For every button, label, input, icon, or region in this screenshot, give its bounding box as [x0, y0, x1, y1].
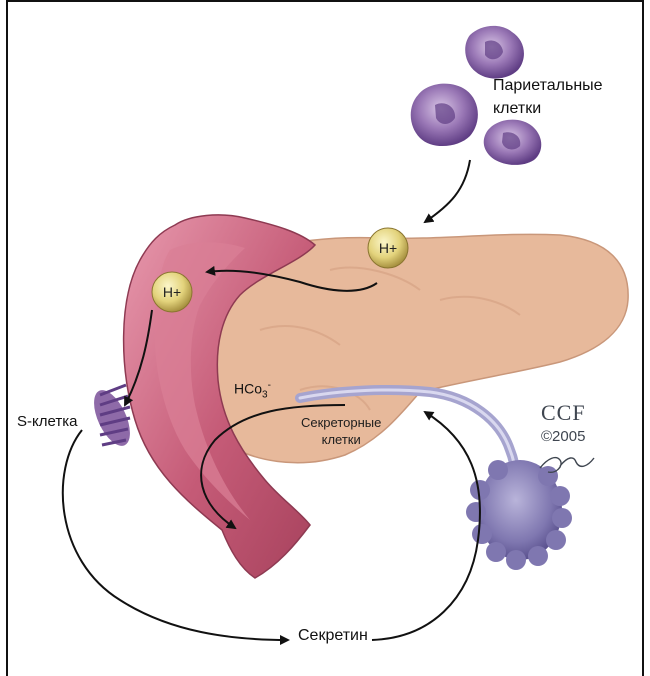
h-ion-upper-label: H+ [379, 240, 397, 256]
h-ion-upper: H+ [368, 228, 408, 268]
secretin-label: Секретин [298, 627, 368, 645]
ccf-logo: CCF [541, 400, 586, 426]
parietal-label-line2: клетки [493, 97, 603, 120]
bicarbonate-superscript: - [268, 380, 271, 391]
arrow-secretin-to-secretory-cells [372, 412, 480, 640]
arrow-parietal-to-ion [425, 160, 470, 222]
acinus-cluster [466, 460, 572, 570]
parietal-cell-3 [484, 120, 542, 165]
copyright-year: ©2005 [541, 428, 585, 445]
parietal-label-line1: Париетальные [493, 74, 603, 97]
secretory-cells-label: Секреторные клетки [301, 414, 381, 448]
bicarbonate-label: HCo3- [234, 380, 271, 400]
h-ion-lower: H+ [152, 272, 192, 312]
h-ion-lower-label: H+ [163, 284, 181, 300]
bicarbonate-subscript: 3 [262, 389, 268, 400]
secretory-label-line2: клетки [301, 431, 381, 448]
parietal-cell-2 [411, 84, 478, 146]
s-cell-label: S-клетка [17, 413, 77, 430]
parietal-cells-label: Париетальные клетки [493, 74, 603, 120]
bicarbonate-base: HCo [234, 381, 262, 397]
secretory-label-line1: Секреторные [301, 414, 381, 431]
parietal-cell-1 [465, 26, 524, 79]
